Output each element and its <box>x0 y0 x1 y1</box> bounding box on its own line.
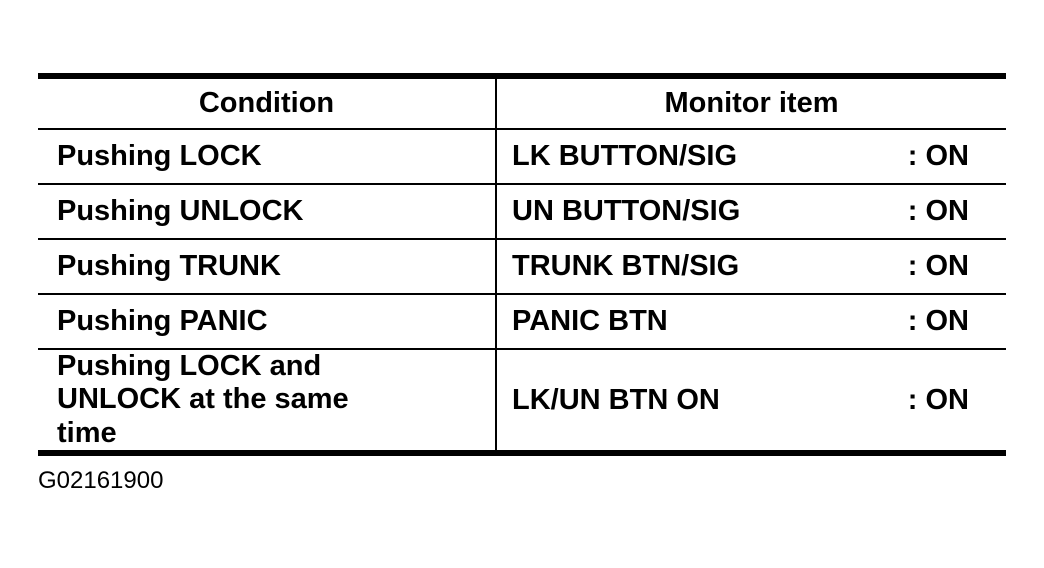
condition-label: Pushing TRUNK <box>57 249 281 282</box>
column-header-monitor-item: Monitor item <box>495 76 1006 129</box>
monitor-item-cell: PANIC BTN : ON <box>495 294 1006 349</box>
table-row: Pushing UNLOCK UN BUTTON/SIG : ON <box>38 184 1006 239</box>
table-header-row: Condition Monitor item <box>38 76 1006 129</box>
monitor-item-label: UN BUTTON/SIG <box>512 195 741 227</box>
figure-code: G02161900 <box>38 467 164 494</box>
condition-label: Pushing UNLOCK <box>57 194 304 227</box>
monitor-item-cell: TRUNK BTN/SIG : ON <box>495 239 1006 294</box>
monitor-state-value: : ON <box>907 195 969 227</box>
table-row: Pushing LOCK LK BUTTON/SIG : ON <box>38 129 1006 184</box>
condition-label: Pushing PANIC <box>57 304 268 337</box>
table-row: Pushing LOCK and UNLOCK at the same time… <box>38 349 1006 454</box>
monitor-item-cell: LK/UN BTN ON : ON <box>495 349 1006 454</box>
monitor-state-value: : ON <box>907 250 969 282</box>
monitor-item-cell: LK BUTTON/SIG : ON <box>495 129 1006 184</box>
monitor-state-value: : ON <box>907 305 969 337</box>
condition-label: Pushing LOCK and UNLOCK at the same time <box>57 350 349 449</box>
monitor-item-label: PANIC BTN <box>512 305 668 337</box>
condition-cell: Pushing PANIC <box>38 294 496 349</box>
condition-cell: Pushing UNLOCK <box>38 184 496 239</box>
table-row: Pushing PANIC PANIC BTN : ON <box>38 294 1006 349</box>
monitor-state-value: : ON <box>907 383 969 416</box>
condition-label: Pushing LOCK <box>57 139 262 172</box>
monitor-condition-table: Condition Monitor item Pushing LOCK LK B… <box>38 73 1006 457</box>
table-row: Pushing TRUNK TRUNK BTN/SIG : ON <box>38 239 1006 294</box>
condition-cell: Pushing LOCK and UNLOCK at the same time <box>38 349 496 453</box>
monitor-state-value: : ON <box>907 140 969 172</box>
monitor-item-cell: UN BUTTON/SIG : ON <box>495 184 1006 239</box>
condition-cell: Pushing TRUNK <box>38 239 496 294</box>
column-header-condition: Condition <box>198 87 335 119</box>
monitor-item-label: LK/UN BTN ON <box>512 383 720 416</box>
monitor-item-label: TRUNK BTN/SIG <box>512 250 740 282</box>
monitor-item-label: LK BUTTON/SIG <box>512 140 738 172</box>
condition-cell: Pushing LOCK <box>38 129 496 184</box>
